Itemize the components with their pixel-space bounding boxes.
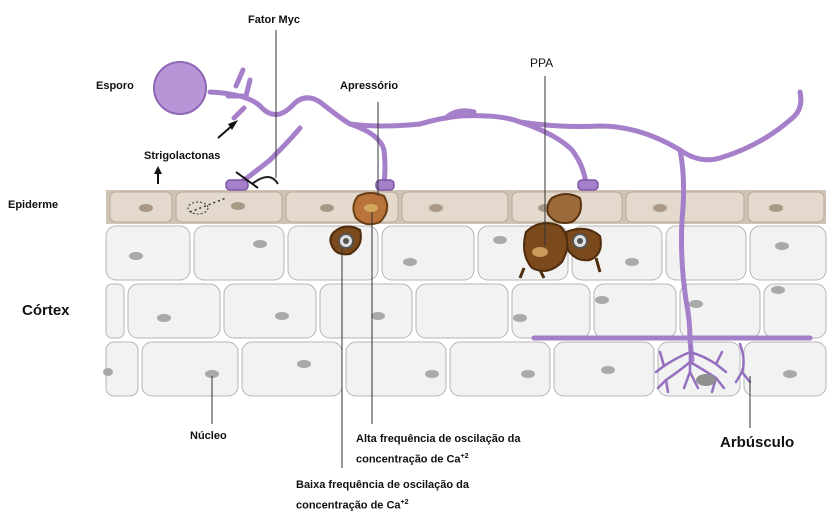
spore [154, 62, 206, 114]
alta-line-2: concentração de Ca+2 [356, 448, 520, 469]
label-cortex: Córtex [22, 302, 70, 319]
epidermis-layer [106, 190, 826, 224]
label-nucleo: Núcleo [190, 430, 227, 442]
label-alta-frequencia: Alta frequência de oscilação da concentr… [356, 430, 520, 469]
myc-factor-arrow [252, 177, 278, 184]
label-baixa-frequencia: Baixa frequência de oscilação da concent… [296, 476, 469, 515]
label-arbusculo: Arbúsculo [720, 434, 794, 451]
label-epiderme: Epiderme [8, 199, 58, 211]
label-strigolactonas: Strigolactonas [144, 150, 220, 162]
cortex-row-1 [106, 226, 826, 280]
alta-line-2-text: concentração de Ca [356, 454, 461, 466]
label-esporo: Esporo [96, 80, 134, 92]
arbuscule-nucleus [696, 374, 716, 386]
appressoria [226, 180, 598, 190]
alta-superscript: +2 [461, 453, 469, 460]
cortex-row-2 [106, 284, 826, 338]
label-apressorio: Apressório [340, 80, 398, 92]
cortex-row-3 [106, 342, 826, 396]
label-fator-myc: Fator Myc [248, 14, 300, 26]
baixa-line-2: concentração de Ca+2 [296, 494, 469, 515]
arrowhead-up [154, 166, 162, 174]
baixa-line-2-text: concentração de Ca [296, 500, 401, 512]
baixa-line-1: Baixa frequência de oscilação da [296, 476, 469, 494]
alta-line-1: Alta frequência de oscilação da [356, 430, 520, 448]
label-ppa: PPA [530, 56, 553, 70]
baixa-superscript: +2 [401, 499, 409, 506]
